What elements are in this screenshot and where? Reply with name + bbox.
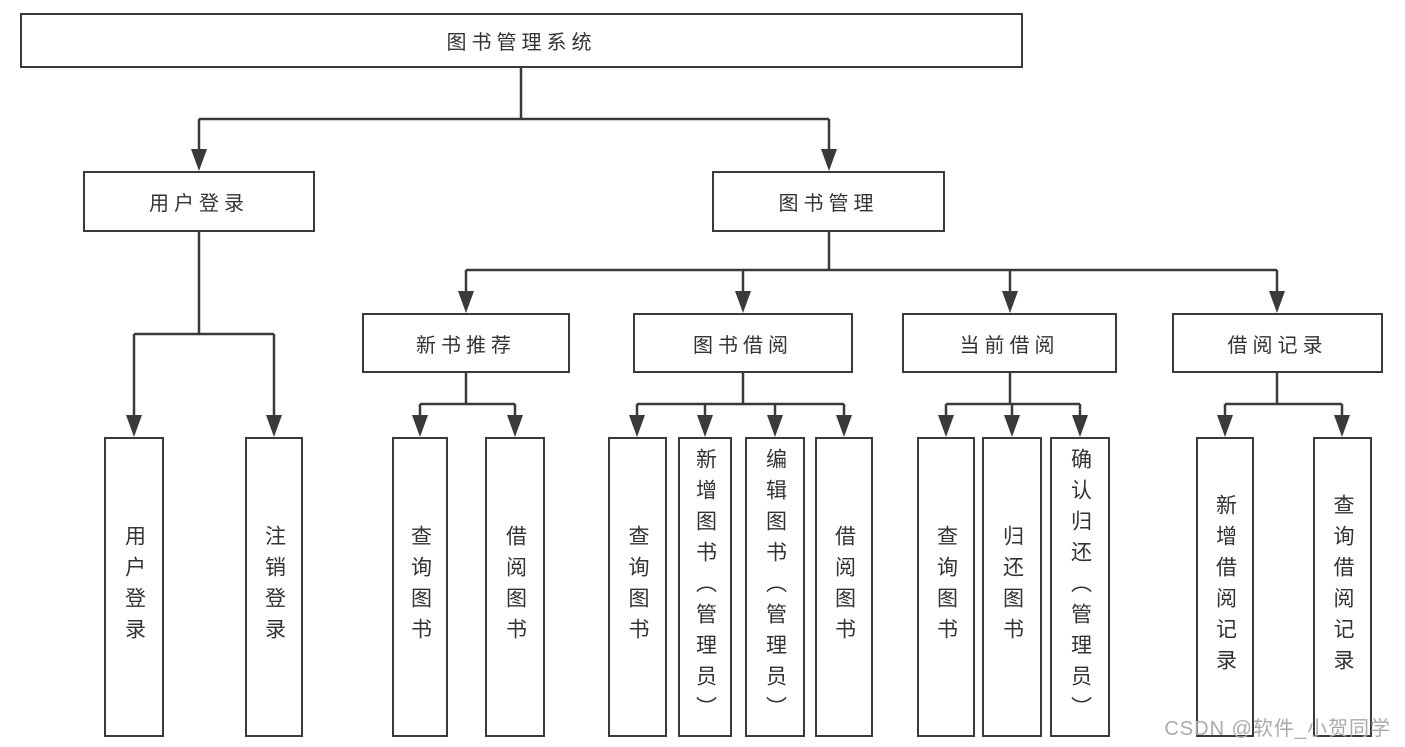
csdn-watermark: CSDN @软件_小贺同学 — [1164, 718, 1391, 740]
leaf-query-books-borrow: 查询图书 — [608, 437, 667, 737]
connector-records-to-leaves — [1223, 373, 1344, 416]
leaf-label: 编辑图书（管理员） — [763, 447, 787, 727]
leaf-edit-book-admin: 编辑图书（管理员） — [745, 437, 805, 737]
node-new-book-recommendation: 新书推荐 — [362, 313, 570, 373]
arrowheads — [126, 149, 1350, 437]
leaf-label: 新增借阅记录 — [1213, 494, 1237, 680]
leaf-borrow-books: 借阅图书 — [815, 437, 873, 737]
connector-root-to-level2 — [197, 68, 831, 150]
connector-book-mgmt-to-level3 — [464, 232, 1279, 292]
leaf-label: 注销登录 — [262, 525, 286, 649]
leaf-confirm-return-admin: 确认归还（管理员） — [1050, 437, 1110, 737]
leaf-label: 借阅图书 — [503, 525, 527, 649]
node-borrowing-records: 借阅记录 — [1172, 313, 1383, 373]
leaf-logout: 注销登录 — [245, 437, 303, 737]
leaf-label: 查询图书 — [934, 525, 958, 649]
leaf-query-books-recommend: 查询图书 — [392, 437, 448, 737]
leaf-query-books-current: 查询图书 — [917, 437, 975, 737]
connector-book-borrow-to-leaves — [635, 373, 846, 416]
leaf-label: 查询图书 — [626, 525, 649, 649]
leaf-user-login: 用户登录 — [104, 437, 164, 737]
connector-user-login-to-leaves — [132, 232, 276, 416]
node-library-management-system: 图书管理系统 — [20, 13, 1023, 68]
leaf-add-book-admin: 新增图书（管理员） — [678, 437, 732, 737]
leaf-label: 用户登录 — [122, 525, 146, 649]
leaf-add-borrow-record: 新增借阅记录 — [1196, 437, 1254, 737]
leaf-label: 确认归还（管理员） — [1068, 447, 1092, 727]
node-book-borrowing: 图书借阅 — [633, 313, 853, 373]
leaf-label: 查询借阅记录 — [1331, 494, 1354, 680]
leaf-query-borrow-record: 查询借阅记录 — [1313, 437, 1372, 737]
node-book-management: 图书管理 — [712, 171, 945, 232]
leaf-return-books: 归还图书 — [982, 437, 1042, 737]
leaf-borrow-books-recommend: 借阅图书 — [485, 437, 545, 737]
leaf-label: 查询图书 — [408, 525, 432, 649]
connector-current-borrow-to-leaves — [944, 373, 1082, 416]
leaf-label: 借阅图书 — [832, 525, 856, 649]
node-current-borrowing: 当前借阅 — [902, 313, 1117, 373]
node-user-login: 用户登录 — [83, 171, 315, 232]
connector-new-book-to-leaves — [418, 373, 517, 416]
leaf-label: 归还图书 — [1000, 525, 1024, 649]
leaf-label: 新增图书（管理员） — [693, 447, 717, 727]
